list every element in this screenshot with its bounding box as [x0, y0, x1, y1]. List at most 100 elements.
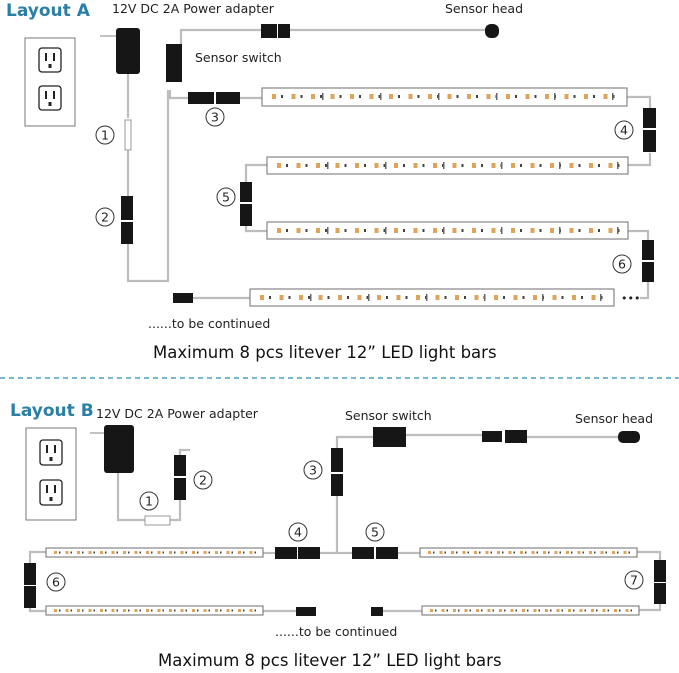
- led-chip: [435, 295, 440, 300]
- led-chip: [403, 229, 405, 232]
- led-chip: [416, 295, 420, 300]
- led-chip: [605, 551, 607, 554]
- led-chip: [70, 609, 72, 612]
- led-chip: [279, 295, 284, 300]
- led-chip: [157, 609, 161, 612]
- led-chip: [394, 228, 398, 233]
- led-chip: [502, 551, 504, 554]
- led-chip: [515, 609, 517, 612]
- layout-b-led-bar-3: [45, 605, 264, 616]
- led-chip: [491, 163, 496, 168]
- led-chip: [508, 551, 512, 554]
- led-chip: [286, 164, 288, 167]
- led-chip: [162, 551, 164, 554]
- led-chip: [128, 551, 130, 554]
- led-chip: [520, 551, 523, 554]
- led-chip: [484, 294, 486, 301]
- led-chip: [335, 228, 340, 233]
- led-chip: [157, 551, 161, 554]
- led-chip: [550, 163, 554, 168]
- led-chip: [456, 551, 458, 554]
- led-chip: [146, 609, 149, 612]
- svg-text:6: 6: [618, 257, 626, 272]
- led-chip: [438, 93, 440, 100]
- led-chip: [617, 551, 619, 554]
- led-chip: [559, 227, 561, 234]
- led-chip: [316, 228, 320, 233]
- led-chip: [243, 551, 245, 554]
- layout-a-title: Layout A: [6, 1, 91, 21]
- led-chip: [525, 94, 530, 99]
- svg-text:5: 5: [371, 525, 379, 540]
- led-chip: [447, 94, 452, 99]
- led-chip: [327, 227, 329, 234]
- led-chip: [433, 551, 435, 554]
- layout-a-sensor-switch: [166, 44, 182, 78]
- layout-b-continued-label: ......to be continued: [275, 624, 397, 639]
- led-chip: [208, 551, 210, 554]
- led-chip: [378, 95, 381, 98]
- led-chip: [533, 609, 537, 612]
- layout-b-marker-6: 6: [46, 572, 66, 592]
- led-chip: [464, 296, 466, 299]
- led-chip: [487, 609, 491, 612]
- led-chip: [497, 551, 500, 554]
- layout-b-marker-4: 4: [288, 522, 308, 542]
- led-chip: [462, 551, 466, 554]
- led-chip: [151, 609, 153, 612]
- led-chip: [559, 162, 561, 169]
- led-chip: [510, 609, 514, 612]
- led-chip: [100, 551, 103, 554]
- led-chip: [499, 609, 502, 612]
- led-chip: [357, 295, 362, 300]
- led-chip: [522, 296, 525, 299]
- led-chip: [308, 296, 310, 299]
- led-chip: [254, 609, 256, 612]
- led-chip: [146, 551, 149, 554]
- led-chip: [88, 551, 92, 554]
- led-chip: [277, 228, 281, 233]
- led-chip: [422, 164, 425, 167]
- led-chip: [511, 163, 515, 168]
- led-chip: [566, 551, 569, 554]
- svg-text:1: 1: [101, 128, 109, 143]
- led-chip: [116, 609, 118, 612]
- led-chip: [476, 609, 479, 612]
- layout-b-sensor-switch: [373, 427, 406, 447]
- led-chip: [374, 228, 379, 233]
- led-chip: [593, 95, 595, 98]
- led-chip: [520, 229, 522, 232]
- led-chip: [162, 609, 164, 612]
- led-chip: [452, 228, 457, 233]
- led-chip: [444, 551, 446, 554]
- led-chip: [598, 229, 600, 232]
- led-chip: [413, 228, 418, 233]
- led-chip: [330, 94, 335, 99]
- led-chip: [105, 551, 107, 554]
- led-chip: [383, 164, 386, 167]
- led-chip: [174, 551, 176, 554]
- layout-b-led-bar-2: [419, 547, 638, 558]
- layout-a-wires: [100, 28, 652, 300]
- led-chip: [578, 229, 581, 232]
- layout-b-marker-5: 5: [365, 522, 385, 542]
- led-chip: [325, 229, 327, 232]
- led-chip: [496, 93, 498, 100]
- led-chip: [617, 227, 619, 234]
- led-chip: [368, 294, 370, 301]
- led-chip: [383, 229, 386, 232]
- led-chip: [197, 609, 199, 612]
- led-chip: [408, 94, 413, 99]
- led-chip: [614, 609, 617, 612]
- led-chip: [82, 609, 84, 612]
- led-chip: [355, 163, 359, 168]
- led-chip: [539, 229, 542, 232]
- svg-text:6: 6: [52, 575, 60, 590]
- led-chip: [111, 551, 115, 554]
- led-chip: [479, 551, 481, 554]
- layout-b: Layout B 12V DC 2A Power adapter Sensor …: [10, 401, 666, 670]
- led-chip: [545, 94, 549, 99]
- layout-a-ellipsis: •••: [621, 292, 640, 305]
- layout-a-marker-5: 5: [216, 187, 236, 207]
